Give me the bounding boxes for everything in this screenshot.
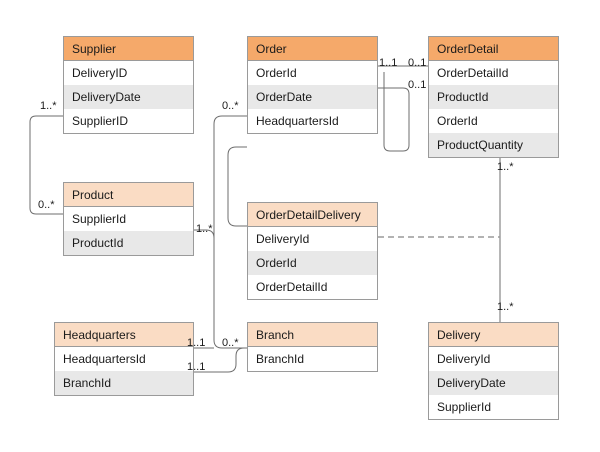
cardinality-label: 1..1 [379, 57, 398, 69]
entity-order[interactable]: Order OrderId OrderDate HeadquartersId [247, 36, 378, 134]
entity-branch[interactable]: Branch BranchId [247, 322, 378, 372]
cardinality-label: 0..1 [408, 79, 427, 91]
entity-header-order: Order [248, 37, 377, 61]
attribute-row: SupplierId [429, 395, 558, 419]
attribute-row: OrderDetailId [429, 61, 558, 85]
cardinality-label: 1..1 [187, 361, 206, 373]
cardinality-label: 0..* [222, 100, 239, 112]
attribute-row: DeliveryId [429, 347, 558, 371]
cardinality-label: 1..* [196, 223, 213, 235]
cardinality-label: 1..1 [187, 337, 206, 349]
attribute-row: BranchId [248, 347, 377, 371]
cardinality-label: 0..* [38, 199, 55, 211]
attribute-row: OrderId [429, 109, 558, 133]
attribute-row: HeadquartersId [55, 347, 193, 371]
attribute-row: ProductId [64, 231, 193, 255]
entity-headquarters[interactable]: Headquarters HeadquartersId BranchId [54, 322, 194, 396]
attribute-row: DeliveryDate [429, 371, 558, 395]
attribute-row: SupplierId [64, 207, 193, 231]
attribute-row: OrderDate [248, 85, 377, 109]
attribute-row: SupplierID [64, 109, 193, 133]
entity-header-headquarters: Headquarters [55, 323, 193, 347]
cardinality-label: 1..* [497, 161, 514, 173]
entity-delivery[interactable]: Delivery DeliveryId DeliveryDate Supplie… [428, 322, 559, 420]
connector-order-trunk [213, 115, 247, 349]
cardinality-label: 0..* [222, 337, 239, 349]
entity-orderdetail[interactable]: OrderDetail OrderDetailId ProductId Orde… [428, 36, 559, 158]
attribute-row: ProductId [429, 85, 558, 109]
attribute-row: DeliveryID [64, 61, 193, 85]
entity-product[interactable]: Product SupplierId ProductId [63, 182, 194, 256]
attribute-row: BranchId [55, 371, 193, 395]
entity-header-product: Product [64, 183, 193, 207]
cardinality-label: 1..* [497, 301, 514, 313]
entity-header-branch: Branch [248, 323, 377, 347]
connector-order-orderdetail-bottom [378, 72, 410, 152]
entity-orderdetaildelivery[interactable]: OrderDetailDelivery DeliveryId OrderId O… [247, 202, 378, 300]
attribute-row: DeliveryId [248, 227, 377, 251]
attribute-row: OrderId [248, 61, 377, 85]
entity-supplier[interactable]: Supplier DeliveryID DeliveryDate Supplie… [63, 36, 194, 134]
attribute-row: ProductQuantity [429, 133, 558, 157]
entity-header-delivery: Delivery [429, 323, 558, 347]
attribute-row: HeadquartersId [248, 109, 377, 133]
cardinality-label: 1..* [40, 100, 57, 112]
attribute-row: OrderId [248, 251, 377, 275]
entity-header-supplier: Supplier [64, 37, 193, 61]
entity-header-orderdetail: OrderDetail [429, 37, 558, 61]
attribute-row: OrderDetailId [248, 275, 377, 299]
cardinality-label: 0..1 [408, 57, 427, 69]
attribute-row: DeliveryDate [64, 85, 193, 109]
entity-header-orderdetaildelivery: OrderDetailDelivery [248, 203, 377, 227]
connector-orderdetaildelivery-trunk [227, 146, 247, 227]
